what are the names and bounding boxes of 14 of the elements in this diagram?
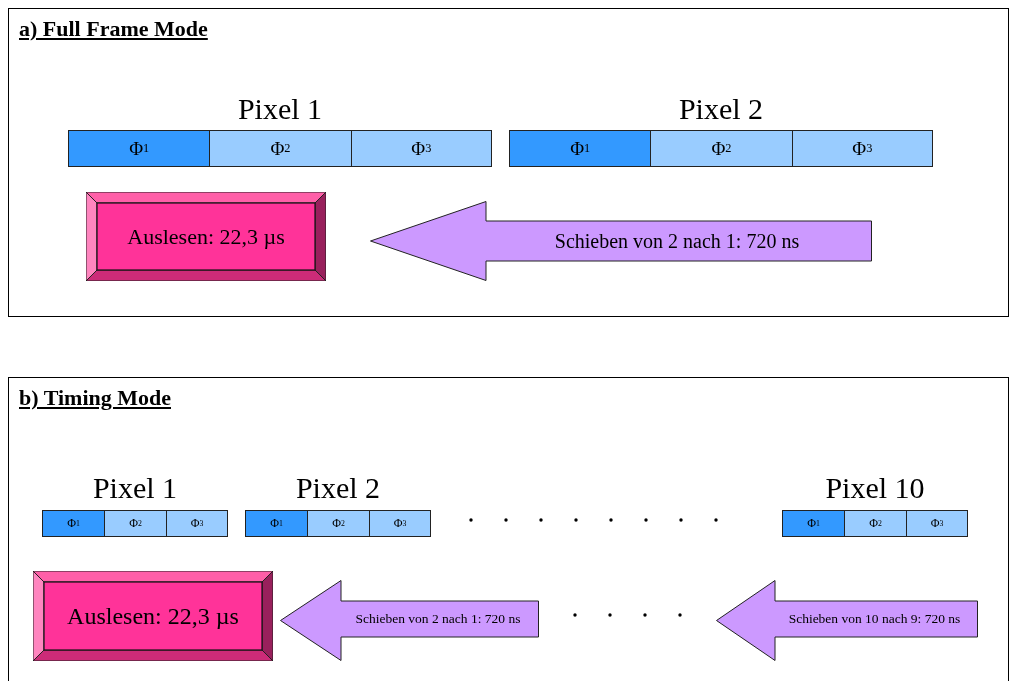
pixel-label: Pixel 2 [295,470,381,506]
panel-frame [8,8,1009,317]
pixel-label: Pixel 1 [237,91,323,127]
readout-label: Auslesen: 22,3 µs [67,602,239,630]
panel-heading: a) Full Frame Mode [19,16,208,42]
pixel-label: Pixel 2 [678,91,764,127]
pixel-label: Pixel 1 [92,470,178,506]
shift-label: Schieben von 2 nach 1: 720 ns [553,229,801,254]
shift-label: Schieben von 2 nach 1: 720 ns [354,610,522,628]
shift-label: Schieben von 10 nach 9: 720 ns [787,610,962,628]
panel-frame [8,377,1009,681]
pixel-label: Pixel 10 [825,470,925,506]
readout-label: Auslesen: 22,3 µs [127,223,285,250]
panel-heading: b) Timing Mode [19,385,171,411]
